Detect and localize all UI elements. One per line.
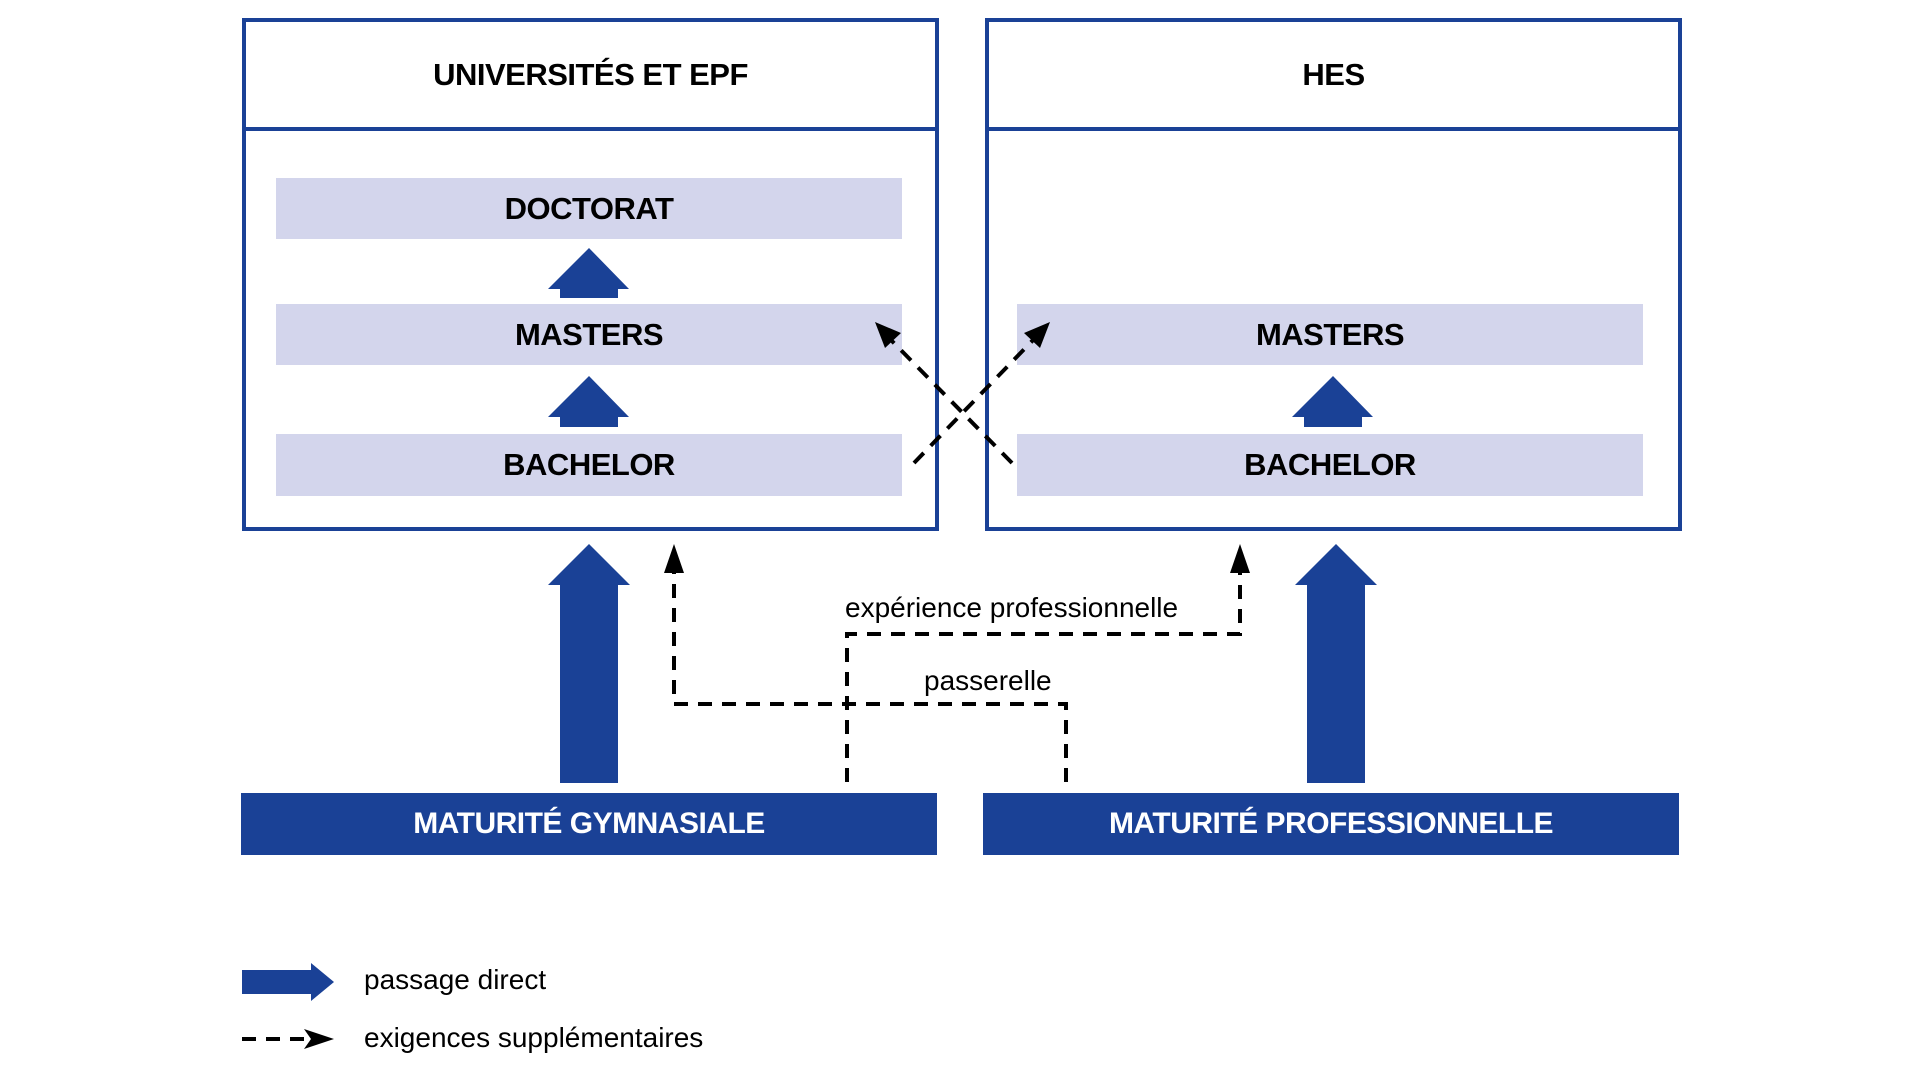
arrow-bachelor-to-masters-hes-icon	[1292, 376, 1373, 427]
dashed-experience-path	[845, 572, 1242, 782]
legend-dashed-arrow-icon	[242, 1029, 334, 1049]
arrow-professionnelle-to-hes-icon	[1295, 544, 1377, 783]
arrow-masters-to-doctorat-uni-icon	[548, 248, 629, 298]
universities-doctorat: DOCTORAT	[276, 178, 902, 239]
arrow-bachelor-to-masters-uni-icon	[548, 376, 629, 427]
dashed-arrowhead-experience-icon	[1230, 544, 1250, 573]
dashed-arrowhead-uni-masters-icon	[875, 322, 901, 348]
legend-extra-label: exigences supplémentaires	[364, 1022, 704, 1053]
dashed-arrowhead-hes-masters-icon	[1024, 322, 1050, 348]
legend-direct-label: passage direct	[364, 964, 547, 995]
experience-label: expérience professionnelle	[845, 592, 1179, 623]
arrow-gymnasiale-to-uni-icon	[548, 544, 630, 783]
universities-masters: MASTERS	[276, 304, 902, 365]
hes-bachelor: BACHELOR	[1017, 434, 1643, 496]
hes-masters: MASTERS	[1017, 304, 1643, 365]
dashed-arrowhead-passerelle-icon	[664, 544, 684, 573]
dashed-hes-bachelor-to-uni-masters	[886, 335, 1014, 465]
legend-solid-arrow-icon	[242, 963, 334, 1001]
dashed-uni-bachelor-to-hes-masters	[912, 335, 1038, 465]
maturite-professionnelle-box: MATURITÉ PROFESSIONNELLE	[983, 793, 1679, 855]
dashed-passerelle-path	[672, 572, 1068, 782]
hes-title: HES	[989, 22, 1678, 131]
passerelle-label: passerelle	[924, 665, 1052, 696]
universities-title: UNIVERSITÉS ET EPF	[246, 22, 935, 131]
universities-bachelor: BACHELOR	[276, 434, 902, 496]
maturite-gymnasiale-box: MATURITÉ GYMNASIALE	[241, 793, 937, 855]
